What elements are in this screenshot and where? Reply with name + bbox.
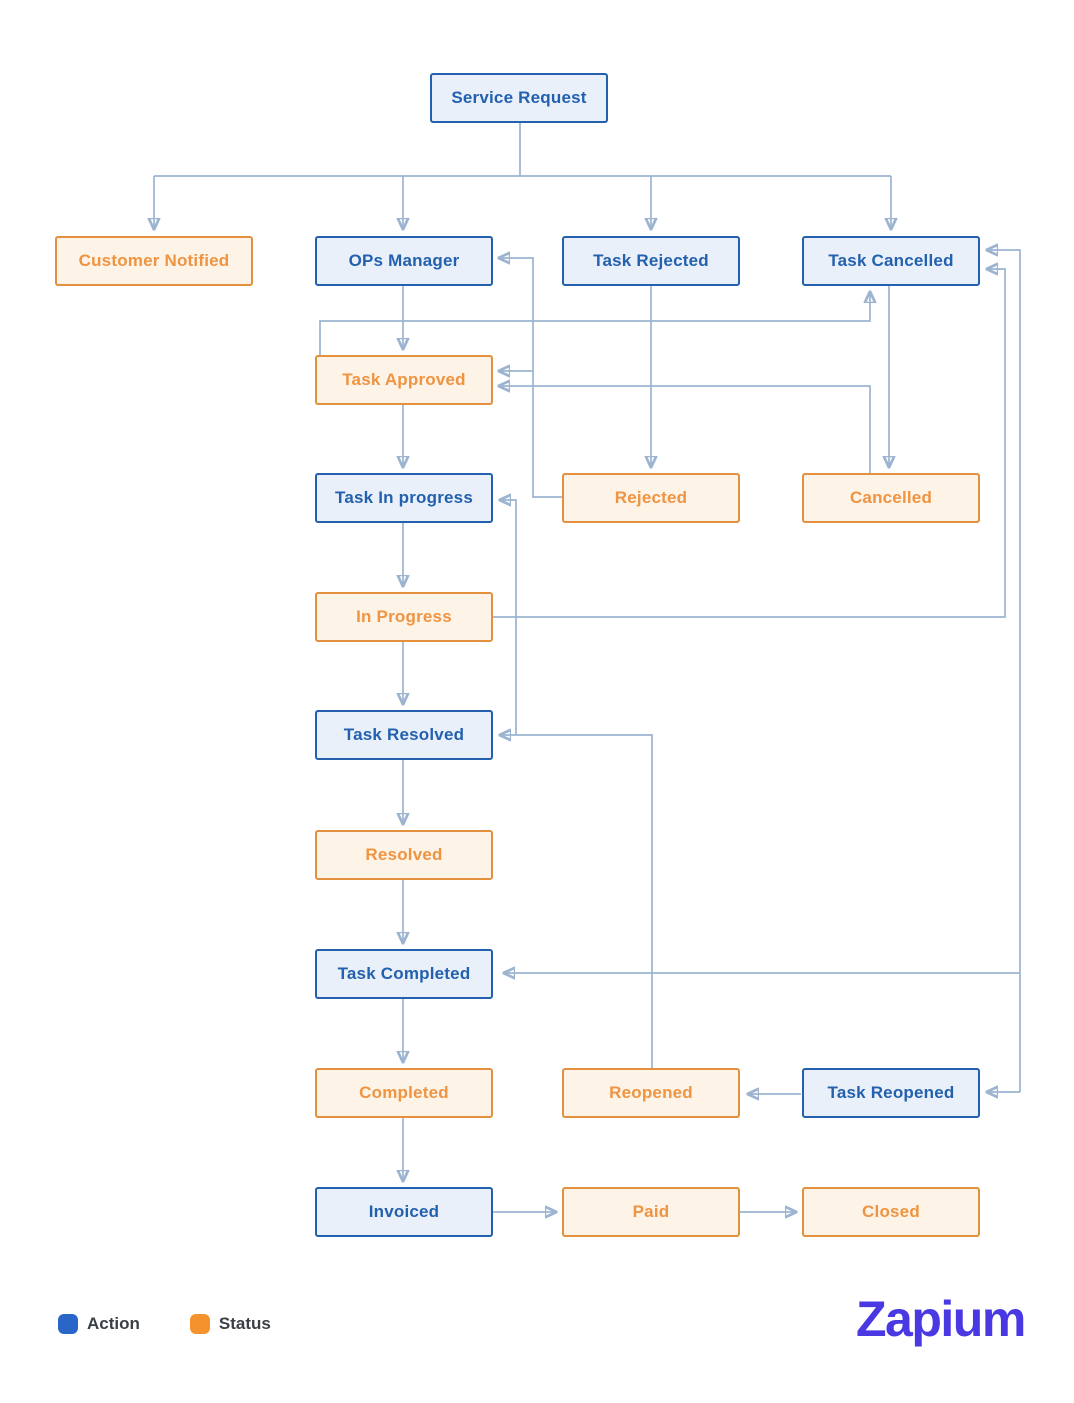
node-ops-manager: OPs Manager — [315, 236, 493, 286]
node-task-rejected: Task Rejected — [562, 236, 740, 286]
action-color-swatch — [58, 1314, 78, 1334]
node-resolved: Resolved — [315, 830, 493, 880]
legend: Action Status — [58, 1314, 271, 1334]
edge-service-request-branch — [154, 123, 891, 177]
node-service-request: Service Request — [430, 73, 608, 123]
node-task-resolved: Task Resolved — [315, 710, 493, 760]
legend-label-status: Status — [218, 1314, 271, 1333]
node-reopened: Reopened — [562, 1068, 740, 1118]
legend-item-action: Action — [58, 1314, 140, 1334]
edge-rejected-to-ops-manager — [499, 258, 562, 498]
node-task-approved: Task Approved — [315, 355, 493, 405]
edge-in-progress-to-task-cancelled — [493, 269, 1006, 618]
edge-reopened-to-task-resolved — [500, 735, 653, 1068]
zapium-logo: Zapium — [856, 1291, 1026, 1347]
edge-reopened-to-task-in-progress — [500, 500, 517, 735]
edge-task-approved-to-task-cancelled — [319, 292, 870, 355]
node-task-in-progress: Task In progress — [315, 473, 493, 523]
node-cancelled: Cancelled — [802, 473, 980, 523]
node-task-cancelled: Task Cancelled — [802, 236, 980, 286]
node-task-completed: Task Completed — [315, 949, 493, 999]
legend-item-status: Status — [189, 1314, 271, 1334]
legend-label-action: Action — [87, 1314, 140, 1333]
node-in-progress: In Progress — [315, 592, 493, 642]
node-rejected: Rejected — [562, 473, 740, 523]
node-paid: Paid — [562, 1187, 740, 1237]
node-invoiced: Invoiced — [315, 1187, 493, 1237]
node-completed: Completed — [315, 1068, 493, 1118]
node-task-reopened: Task Reopened — [802, 1068, 980, 1118]
status-color-swatch — [189, 1314, 210, 1334]
node-customer-notified: Customer Notified — [55, 236, 253, 286]
edge-rail-to-task-cancelled — [987, 250, 1021, 1092]
node-closed: Closed — [802, 1187, 980, 1237]
edge-cancelled-to-task-approved — [499, 386, 871, 473]
